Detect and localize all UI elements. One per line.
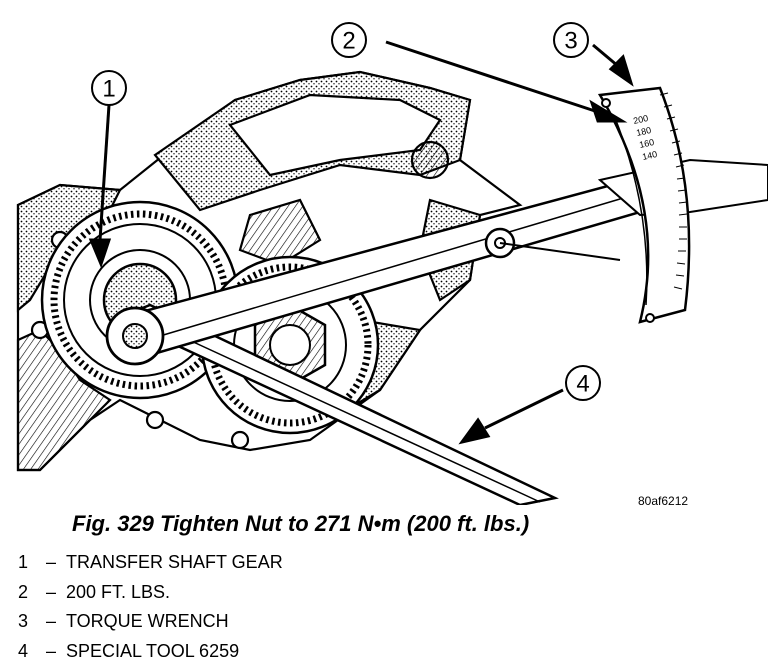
legend-item: 4–SPECIAL TOOL 6259 [18,637,283,667]
legend-item-number: 4 [18,640,29,661]
arrowhead-4 [458,417,491,445]
technical-illustration: 200 180 160 140 1 2 3 4 [16,22,768,505]
legend-item-dash: – [45,581,56,602]
legend-item-number: 1 [18,552,29,572]
leader-1 [98,104,111,241]
dial-label-140: 140 [641,149,658,162]
legend-item: 1–TRANSFER SHAFT GEAR [18,548,283,578]
legend-item-number: 3 [18,611,29,631]
legend-item-number: 2 [18,581,29,602]
torque-wrench-dial: 200 180 160 140 [597,86,691,324]
legend-item: 3–TORQUE WRENCH [18,607,283,637]
figure-reference-code: 80af6212 [638,494,689,508]
arrowhead-2 [589,99,628,123]
legend-item-text: TORQUE WRENCH [66,611,229,631]
leader-2 [385,40,599,114]
legend-item-text: SPECIAL TOOL 6259 [66,640,240,661]
leader-4 [484,388,564,430]
callout-3: 3 [553,22,589,58]
dial-label-200: 200 [632,113,649,126]
leader-3 [592,43,619,68]
dial-label-160: 160 [638,137,655,150]
callout-3-number: 3 [564,28,577,55]
leader-arrows [88,40,634,445]
arrowhead-3 [608,54,634,87]
dial-scale-ticks [659,92,688,290]
callout-4: 4 [565,365,601,401]
callout-2-number: 2 [342,28,355,55]
legend-list: 1–TRANSFER SHAFT GEAR 2–200 FT. LBS. 3–T… [18,548,283,666]
callout-4-number: 4 [576,371,589,398]
dial-label-180: 180 [635,125,652,138]
legend-item-dash: – [45,552,56,572]
callout-2: 2 [331,22,367,58]
figure-caption: Fig. 329 Tighten Nut to 271 N•m (200 ft.… [72,511,530,536]
legend-item-text: 200 FT. LBS. [66,581,171,602]
legend-item-dash: – [45,640,56,661]
callout-1-number: 1 [102,76,115,103]
legend-item: 2–200 FT. LBS. [18,578,283,608]
legend-item-text: TRANSFER SHAFT GEAR [66,552,283,572]
callout-1: 1 [91,70,127,106]
arrowhead-1 [88,238,112,269]
legend-item-dash: – [45,611,56,631]
